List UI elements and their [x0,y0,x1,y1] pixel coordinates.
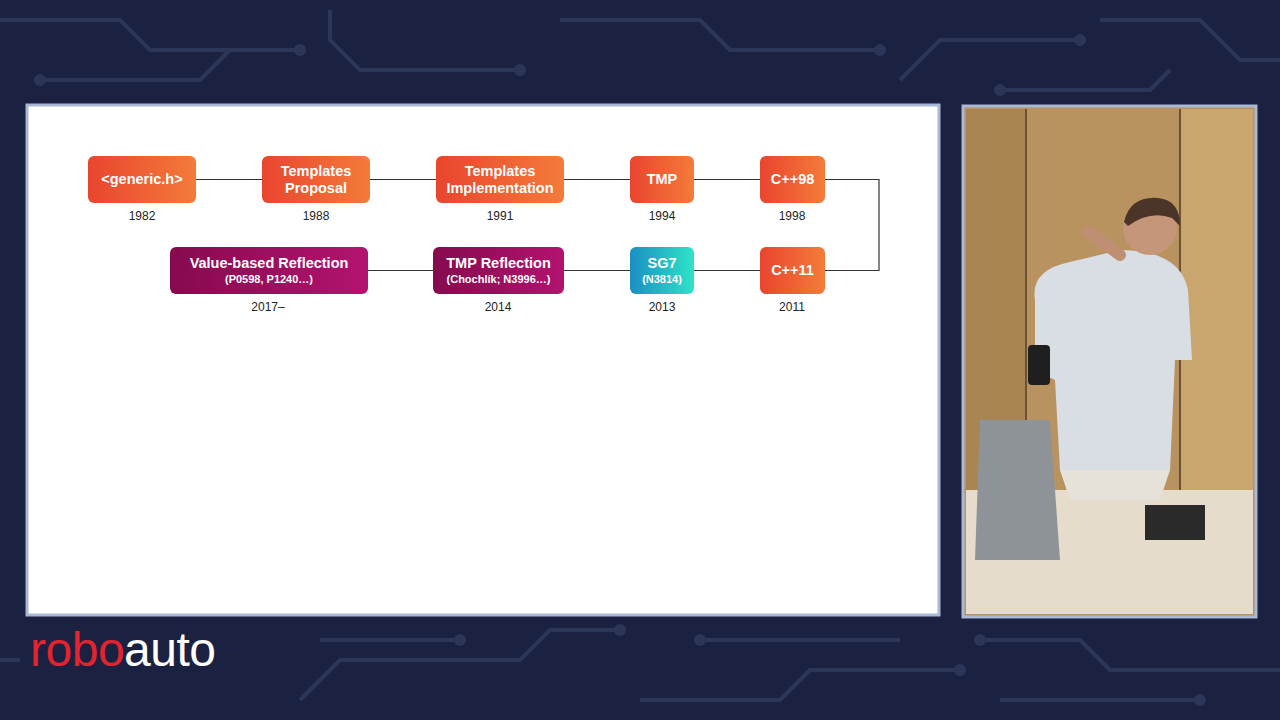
timeline-box: SG7(N3814) [630,247,694,294]
timeline-connector [694,270,760,271]
milestone-name: SG7 [647,255,676,272]
logo: roboauto [30,622,216,677]
timeline-box: Templates Implementation [436,156,564,203]
logo-text: robo [30,622,124,677]
year-label: 2017– [251,300,284,314]
year-label: 2014 [485,300,512,314]
milestone-name: Templates Proposal [266,163,366,197]
reference-note: (P0598, P1240…) [225,272,313,286]
milestone-name: TMP [647,171,678,188]
timeline-connector [368,270,433,271]
timeline-connector [196,179,262,180]
year-label: 2013 [649,300,676,314]
timeline-box: C++11 [760,247,825,294]
timeline-connector [564,270,630,271]
timeline-box: TMP Reflection(Chochlík; N3996…) [433,247,564,294]
milestone-name: TMP Reflection [446,255,550,272]
milestone-name: C++11 [771,262,814,279]
year-label: 1991 [487,209,514,223]
milestone-name: Templates Implementation [440,163,560,197]
timeline-connector [564,179,630,180]
milestone-name: Value-based Reflection [190,255,349,272]
slide-frame [27,105,939,615]
timeline-connector [694,179,760,180]
timeline-connector [370,179,436,180]
milestone-name: <generic.h> [101,171,182,188]
year-label: 1994 [649,209,676,223]
reference-note: (N3814) [642,272,682,286]
year-label: 2011 [779,300,805,314]
milestone-name: C++98 [771,171,815,188]
timeline-box: <generic.h> [88,156,196,203]
circuit-pattern [0,10,1280,700]
reference-note: (Chochlík; N3996…) [447,272,551,286]
timeline-box: Value-based Reflection(P0598, P1240…) [170,247,368,294]
timeline-box: TMP [630,156,694,203]
year-label: 1982 [129,209,156,223]
speaker-video [963,106,1256,617]
year-label: 1998 [779,209,806,223]
timeline-connector [825,180,879,271]
year-label: 1988 [303,209,330,223]
timeline-box: Templates Proposal [262,156,370,203]
timeline-box: C++98 [760,156,825,203]
logo-text: auto [124,622,215,677]
